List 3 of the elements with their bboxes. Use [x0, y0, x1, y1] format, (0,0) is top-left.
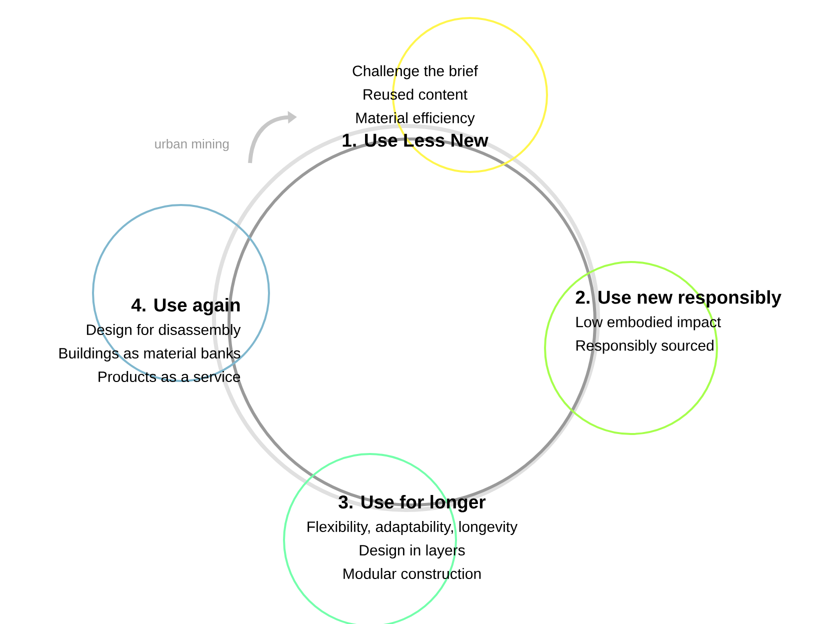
note-text: urban mining — [155, 138, 229, 152]
phase-text: 3. Use for longer Flexibility, adaptability, longevity Design in layers Modular construction — [308, 494, 518, 580]
phase-text: 4. Use again Design for disassembly Buildings as material banks Products as a service — [59, 298, 241, 382]
